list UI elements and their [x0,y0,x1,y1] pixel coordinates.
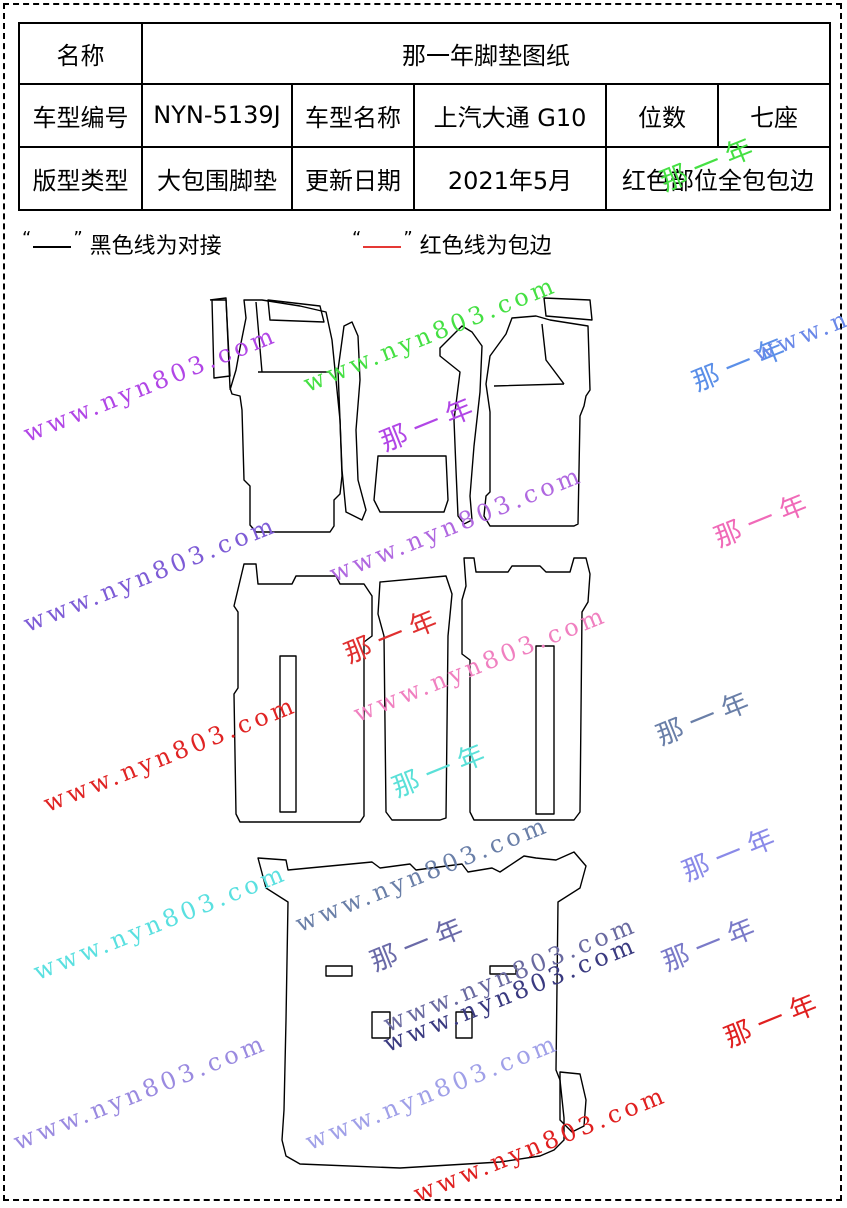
mat-piece-front-right [483,315,591,527]
pattern-type-label: 版型类型 [18,145,143,212]
mat-cutout [325,965,353,977]
mat-piece-side-strip-left [337,321,367,521]
seats-label: 位数 [605,83,719,148]
quote-close: ” [403,228,413,249]
table-row: 版型类型 大包围脚垫 更新日期 2021年5月 红色部位全包包边 [18,145,831,212]
model-code-label: 车型编号 [18,83,143,148]
page-border [3,3,842,1201]
mat-strip [211,299,231,379]
legend-black-text: 黑色线为对接 [89,234,222,259]
black-line-sample [33,246,72,248]
legend-red-text: 红色线为包边 [419,234,552,259]
update-date-value: 2021年5月 [413,145,607,212]
mat-piece-front-left [209,297,343,533]
mat-corner-piece [559,1071,587,1133]
mat-piece-rear [257,851,587,1169]
pattern-type-value: 大包围脚垫 [141,145,293,212]
info-table: 名称 那一年脚垫图纸 车型编号 NYN-5139J 车型名称 上汽大通 G10 … [18,21,831,212]
mat-piece-front-right-inner [493,323,565,387]
quote-close: ” [73,228,83,249]
table-row: 名称 那一年脚垫图纸 [18,21,831,86]
name-label: 名称 [18,21,143,86]
quote-open: “ [22,228,32,249]
quote-open: “ [352,228,362,249]
model-name-value: 上汽大通 G10 [413,83,607,148]
model-name-label: 车型名称 [291,83,415,148]
mat-piece-middle-left [233,563,373,823]
legend-black: “ ” 黑色线为对接 [22,228,222,260]
mat-cutout [455,1011,473,1039]
mat-piece-tunnel [373,455,449,513]
edge-note: 红色部位全包包边 [605,145,831,212]
red-line-sample [363,246,402,248]
mat-piece-front-left-inner [255,301,330,373]
mat-piece-middle-right [461,557,591,821]
mat-piece-middle-center [377,575,453,821]
mat-strip [543,297,593,321]
mat-slot [279,655,297,813]
mat-strip [267,299,325,323]
model-code-value: NYN-5139J [141,83,293,148]
update-date-label: 更新日期 [291,145,415,212]
mat-slot [535,645,555,815]
table-row: 车型编号 NYN-5139J 车型名称 上汽大通 G10 位数 七座 [18,83,831,148]
mat-piece-side-strip-right [439,325,483,525]
drawing-title: 那一年脚垫图纸 [141,21,831,86]
legend-red: “ ” 红色线为包边 [352,228,552,260]
seats-value: 七座 [717,83,831,148]
mat-cutout [489,965,517,975]
mat-cutout [371,1011,391,1039]
